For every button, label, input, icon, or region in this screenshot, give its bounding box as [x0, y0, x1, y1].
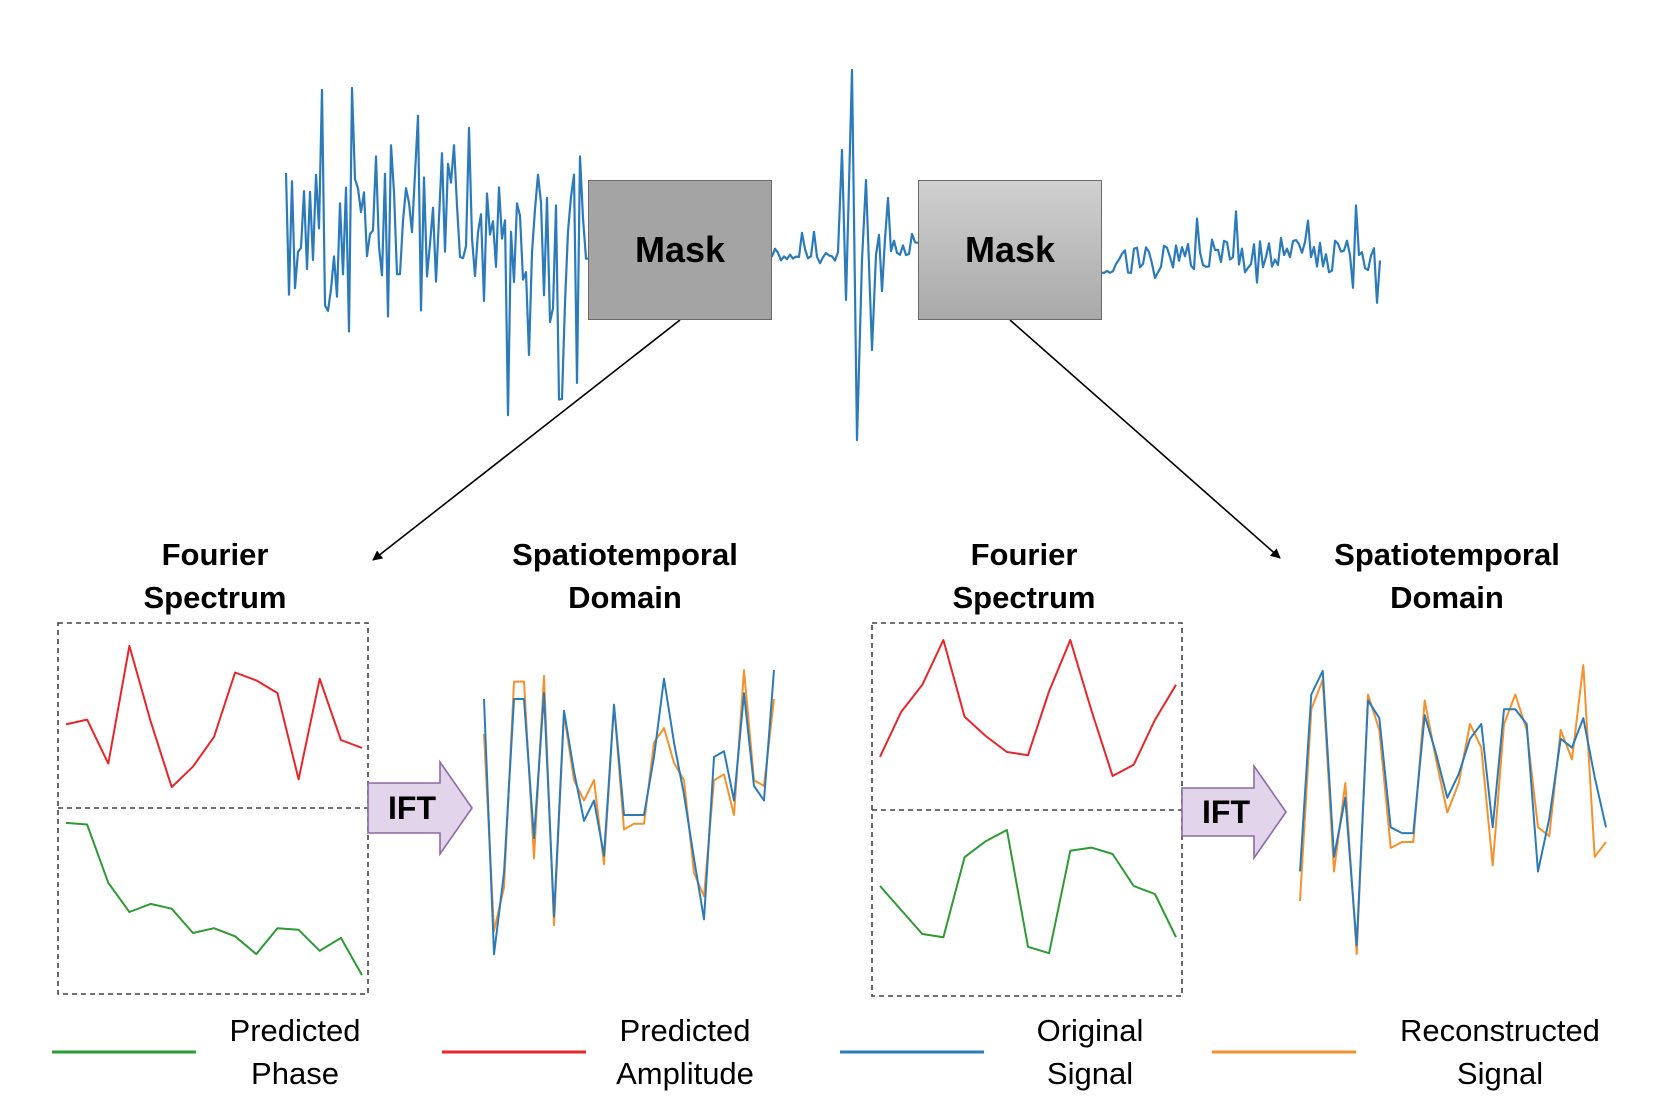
reconstructed-series-1 [483, 669, 775, 932]
input-signal-waveform [284, 68, 1382, 442]
fourier-box-left [57, 622, 369, 995]
phase-series-2 [879, 829, 1177, 955]
ift-arrow-left [367, 759, 473, 857]
mask-box-right: Mask [918, 180, 1102, 320]
heading-spatiotemporal-left: Spatiotemporal Domain [512, 537, 738, 615]
ift-label-right: IFT [1202, 794, 1250, 830]
heading-spatiotemporal-right: Spatiotemporal Domain [1334, 537, 1560, 615]
chart-group [65, 639, 1607, 976]
legend-label-original: Original Signal [1036, 1013, 1144, 1091]
phase-series-1 [65, 821, 363, 976]
original-series-1 [483, 669, 775, 956]
ift-label-left: IFT [388, 790, 436, 826]
mask-label: Mask [964, 229, 1056, 270]
mask-box-left: Mask [588, 180, 772, 320]
amplitude-series-2 [879, 639, 1177, 777]
heading-fourier-left: Fourier Spectrum [143, 537, 287, 615]
heading-fourier-right: Fourier Spectrum [952, 537, 1096, 615]
legend-label-amplitude: Predicted Amplitude [616, 1013, 754, 1091]
original-series-2 [1299, 669, 1607, 947]
mask-label: Mask [634, 229, 726, 270]
amplitude-series-1 [65, 644, 363, 789]
ift-arrow-right [1181, 763, 1287, 861]
mask-arrow-left [372, 319, 681, 561]
mask-arrow-right [1009, 319, 1281, 559]
legend-label-phase: Predicted Phase [229, 1013, 361, 1091]
legend-label-reconstructed: Reconstructed Signal [1400, 1013, 1600, 1091]
